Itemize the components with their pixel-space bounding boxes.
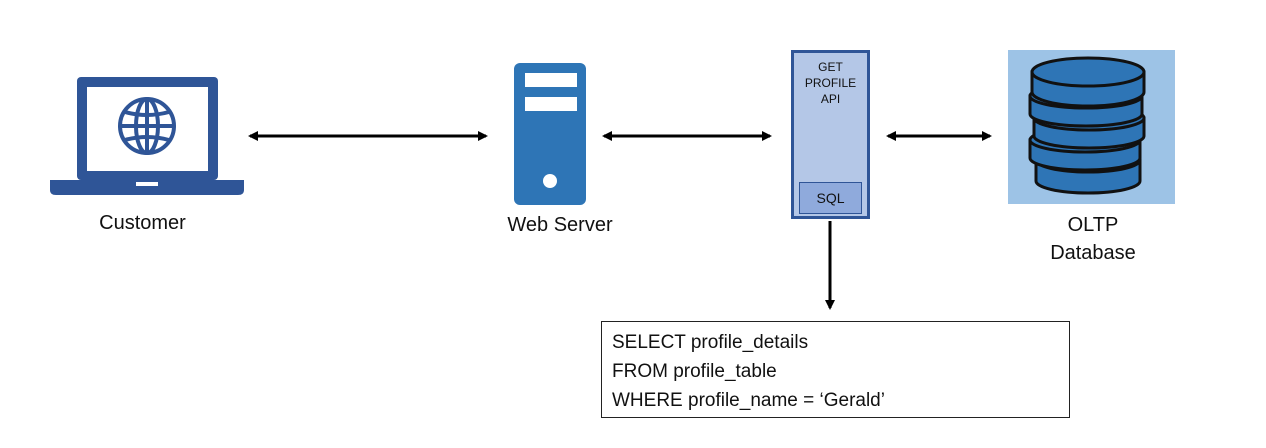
laptop-globe-icon xyxy=(50,77,244,195)
api-title: GET PROFILE API xyxy=(794,59,867,107)
web-server-label: Web Server xyxy=(507,214,613,236)
api-title-line-3: API xyxy=(820,92,841,106)
sql-query-box: SELECT profile_details FROM profile_tabl… xyxy=(601,321,1070,418)
get-profile-api-box: GET PROFILE API SQL xyxy=(791,50,870,219)
query-line-select: SELECT profile_details xyxy=(612,332,809,353)
server-tower-icon xyxy=(514,63,586,205)
database-label-line-1: OLTP xyxy=(1067,214,1119,236)
database-label-line-2: Database xyxy=(1050,242,1136,264)
api-title-line-2: PROFILE xyxy=(804,76,857,90)
globe-icon xyxy=(118,97,176,155)
query-line-from: FROM profile_table xyxy=(612,361,777,382)
sql-box: SQL xyxy=(799,182,862,214)
query-line-where: WHERE profile_name = ‘Gerald’ xyxy=(612,390,885,411)
database-stack-icon xyxy=(1008,50,1175,204)
customer-label: Customer xyxy=(99,212,186,234)
api-title-line-1: GET xyxy=(818,60,843,74)
database-label: OLTP Database xyxy=(1015,211,1171,267)
